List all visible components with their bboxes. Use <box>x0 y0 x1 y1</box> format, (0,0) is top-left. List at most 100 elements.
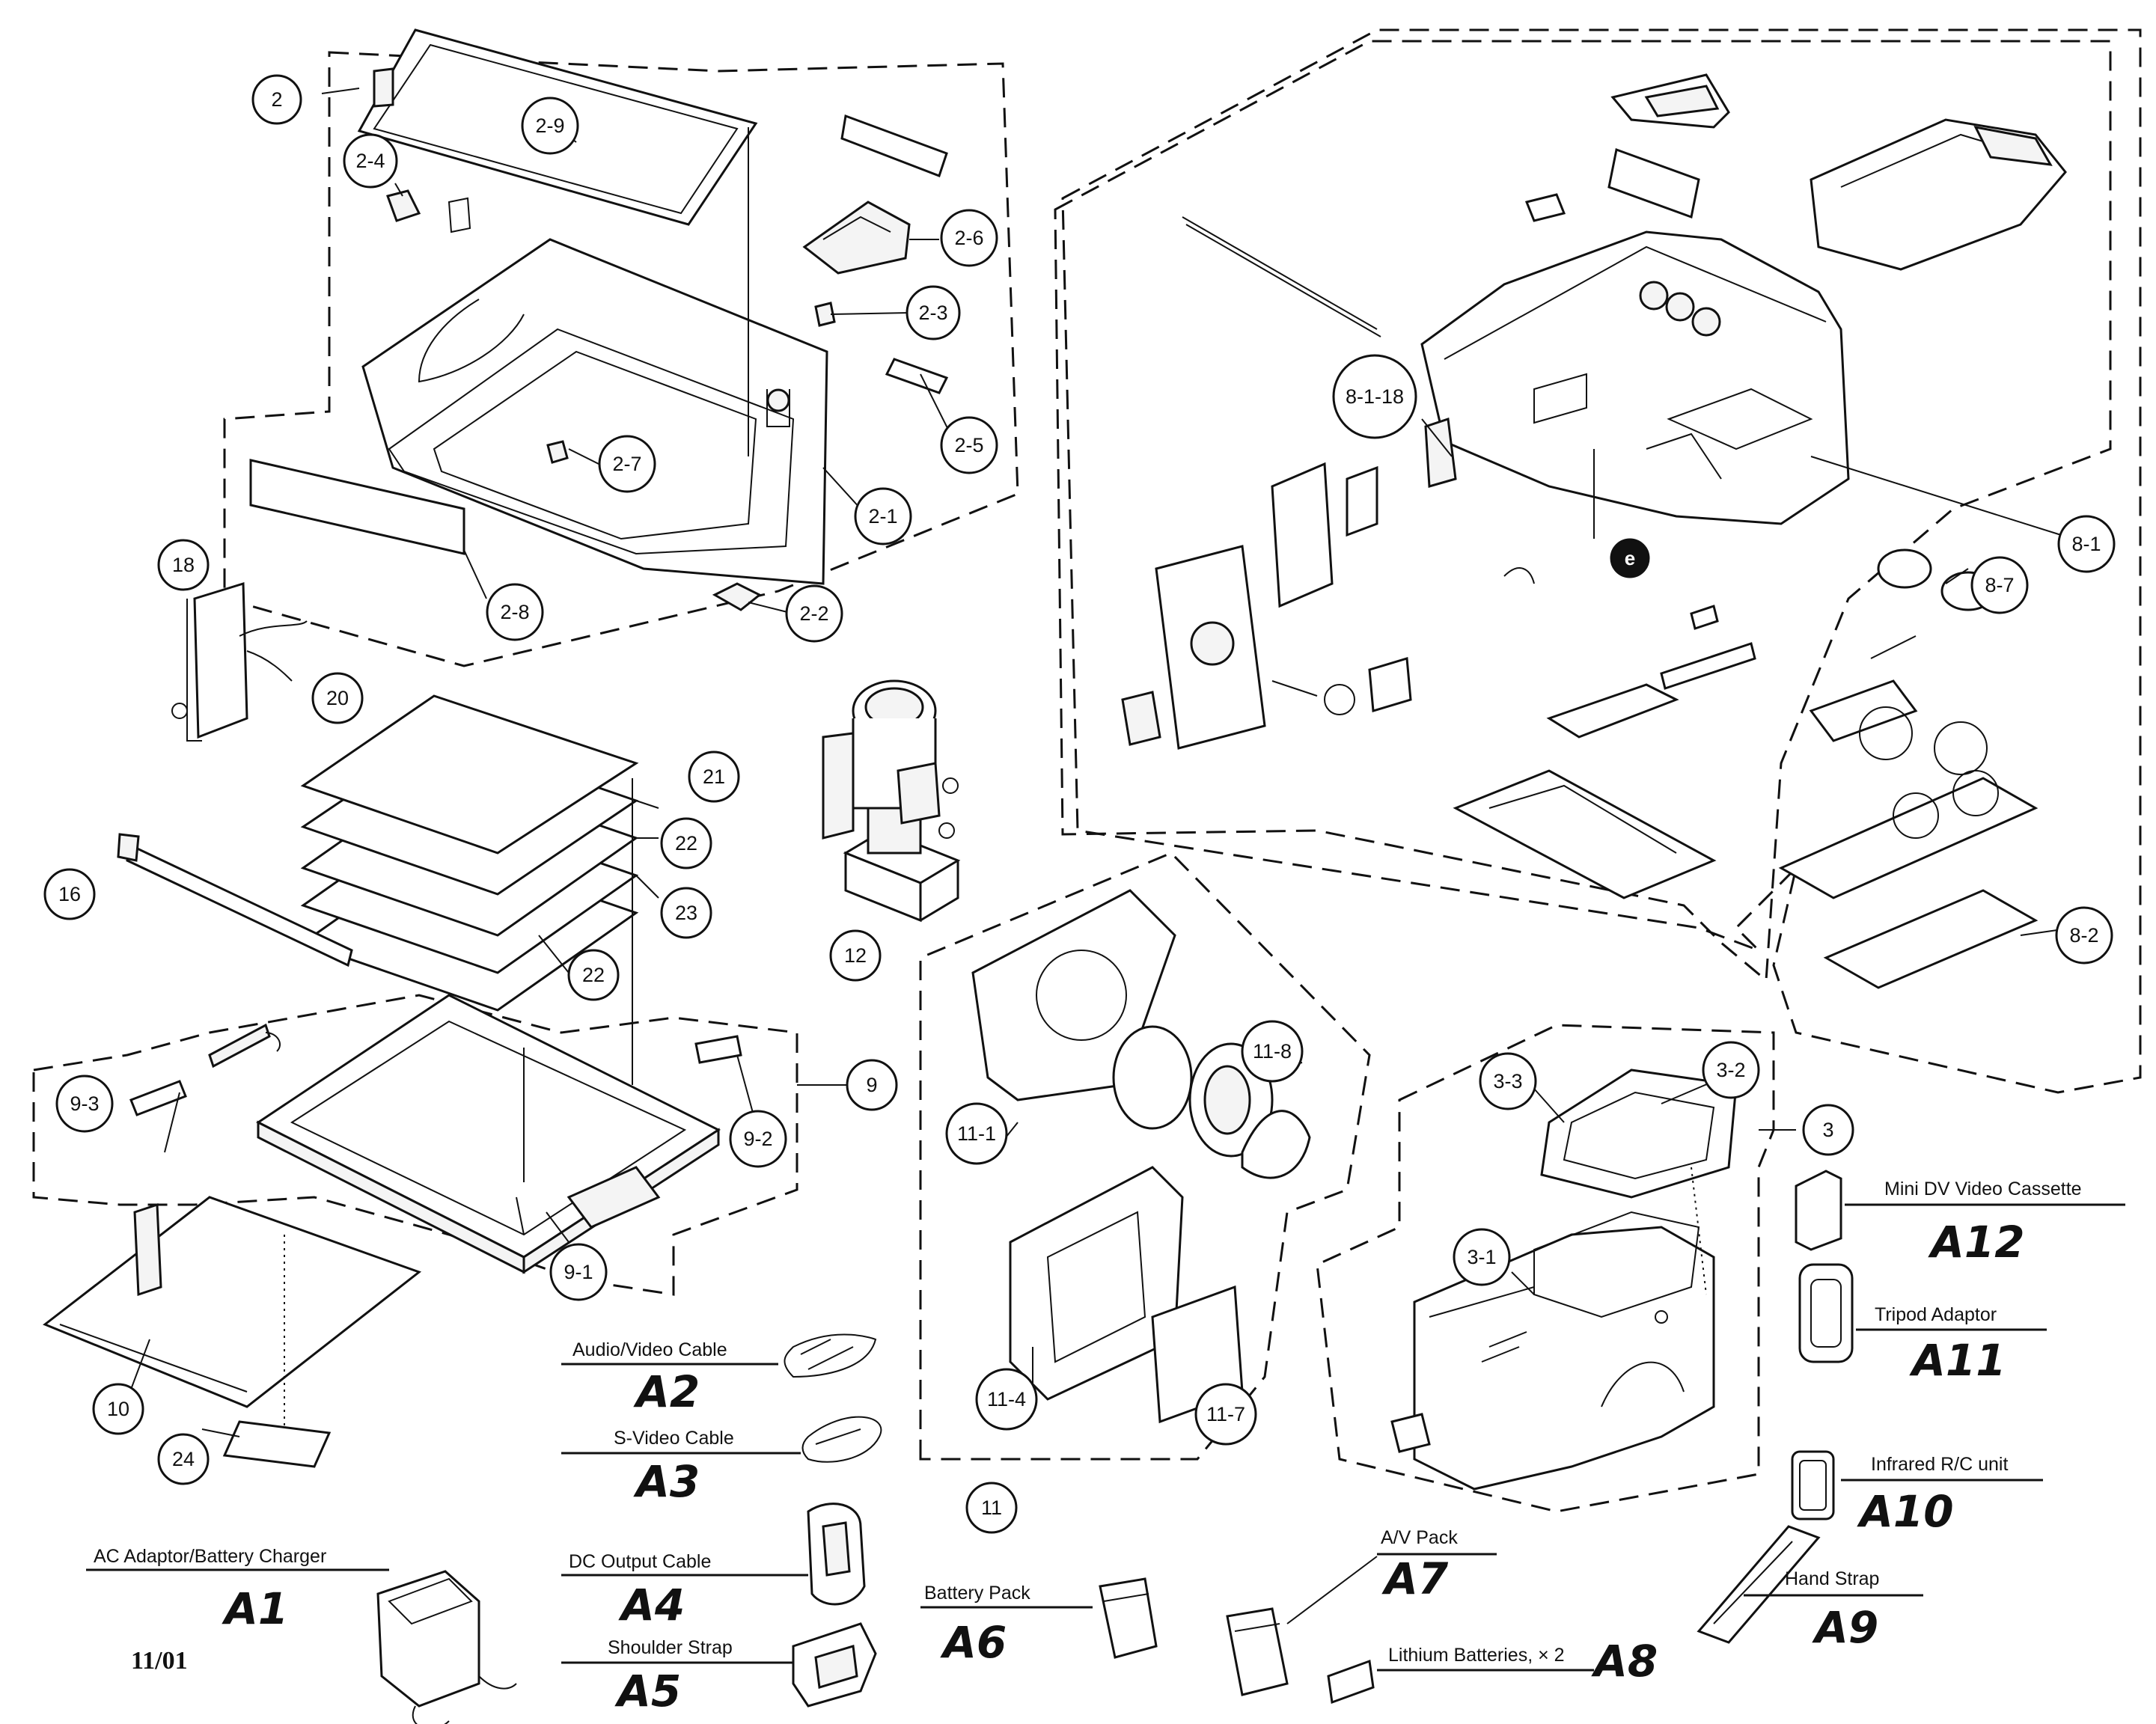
accessory-a7-code: A7 <box>1381 1553 1449 1604</box>
svg-text:11-7: 11-7 <box>1206 1403 1245 1425</box>
part-24-label <box>201 1420 332 1468</box>
callout-3: 3 <box>1802 1104 1854 1156</box>
accessory-a1-code: A1 <box>222 1583 288 1634</box>
accessory-a4-label: DC Output Cable <box>569 1551 711 1572</box>
group-8-1-top-housing <box>1054 28 2142 1094</box>
svg-text:23: 23 <box>675 902 697 924</box>
accessory-a5-code: A5 <box>614 1666 681 1717</box>
callout-18: 18 <box>157 539 210 591</box>
accessory-a11-code: A11 <box>1909 1335 2006 1386</box>
svg-text:9-1: 9-1 <box>564 1261 593 1283</box>
svg-text:2-6: 2-6 <box>954 227 983 249</box>
callout-11-8: 11-8 <box>1241 1020 1304 1083</box>
callout-9-3: 9-3 <box>55 1075 114 1133</box>
svg-text:11-1: 11-1 <box>957 1122 996 1145</box>
svg-text:3-3: 3-3 <box>1493 1070 1522 1092</box>
svg-text:9-2: 9-2 <box>743 1128 772 1150</box>
accessory-a6-code: A6 <box>940 1617 1007 1668</box>
callout-11-4: 11-4 <box>975 1368 1038 1431</box>
callout-8-2: 8-2 <box>2055 906 2113 965</box>
accessory-a6-label: Battery Pack <box>924 1583 1030 1604</box>
accessory-a3-label: S-Video Cable <box>614 1428 734 1449</box>
callout-3-2: 3-2 <box>1702 1041 1760 1099</box>
callout-8-1-18: 8-1-18 <box>1332 354 1417 439</box>
accessory-a5-label: Shoulder Strap <box>608 1637 733 1658</box>
accessory-a8-label: Lithium Batteries, × 2 <box>1388 1645 1565 1666</box>
callout-16: 16 <box>43 868 96 920</box>
svg-text:3: 3 <box>1822 1119 1833 1141</box>
callout-22b: 22 <box>567 949 620 1001</box>
svg-text:22: 22 <box>675 832 697 855</box>
callout-11-7: 11-7 <box>1194 1383 1257 1446</box>
svg-text:22: 22 <box>582 964 605 986</box>
callout-11: 11 <box>965 1482 1018 1534</box>
svg-text:3-1: 3-1 <box>1467 1246 1496 1268</box>
part-10-panel <box>43 1196 422 1444</box>
svg-text:2: 2 <box>271 88 282 111</box>
accessory-a3: S-Video Cable A3 <box>561 1416 882 1507</box>
svg-text:2-3: 2-3 <box>918 302 947 324</box>
svg-text:e: e <box>1625 547 1635 569</box>
part-16-rod <box>117 833 353 968</box>
accessory-a12-label: Mini DV Video Cassette <box>1884 1179 2082 1199</box>
part-12-motor <box>822 679 961 923</box>
accessory-a6: Battery Pack A6 <box>920 1577 1158 1668</box>
accessory-a2: Audio/Video Cable A2 <box>561 1333 877 1417</box>
accessory-a11-label: Tripod Adaptor <box>1875 1304 1997 1325</box>
callout-10: 10 <box>92 1383 144 1435</box>
group-9-frame <box>32 994 849 1296</box>
screw-e-marker: e <box>1610 538 1650 578</box>
svg-text:11-4: 11-4 <box>987 1388 1026 1410</box>
svg-text:24: 24 <box>172 1448 195 1470</box>
callout-21: 21 <box>688 751 740 803</box>
callout-2-7: 2-7 <box>598 435 656 493</box>
svg-text:2-8: 2-8 <box>500 601 529 623</box>
callout-3-3: 3-3 <box>1479 1052 1537 1110</box>
svg-text:8-2: 8-2 <box>2069 924 2098 947</box>
callout-20: 20 <box>311 672 364 724</box>
accessory-a9-label: Hand Strap <box>1785 1568 1879 1589</box>
callout-8-1: 8-1 <box>2057 515 2116 573</box>
callout-3-1: 3-1 <box>1453 1228 1511 1286</box>
callout-9-1: 9-1 <box>549 1243 608 1301</box>
callout-9-2: 9-2 <box>729 1110 787 1168</box>
accessory-a10-code: A10 <box>1857 1486 1954 1537</box>
svg-text:8-1: 8-1 <box>2071 533 2101 555</box>
callout-2: 2 <box>251 74 302 125</box>
accessory-a7-label: A/V Pack <box>1381 1527 1458 1548</box>
accessory-a10-label: Infrared R/C unit <box>1871 1454 2008 1475</box>
callout-2-8: 2-8 <box>486 583 544 641</box>
callout-2-3: 2-3 <box>906 285 961 340</box>
accessory-a10: Infrared R/C unit A10 <box>1791 1450 2043 1537</box>
accessory-a2-label: Audio/Video Cable <box>572 1339 727 1360</box>
svg-text:2-7: 2-7 <box>612 453 641 475</box>
callout-8-7: 8-7 <box>1970 556 2029 614</box>
parts-20-23-sheet-stack <box>300 694 659 1085</box>
svg-text:2-5: 2-5 <box>954 434 983 456</box>
callout-9: 9 <box>846 1059 898 1111</box>
callout-2-1: 2-1 <box>854 487 912 545</box>
accessory-a8: Lithium Batteries, × 2 A8 <box>1327 1636 1658 1705</box>
svg-text:20: 20 <box>326 687 349 709</box>
callout-11-1: 11-1 <box>945 1102 1008 1165</box>
svg-text:2-4: 2-4 <box>355 150 385 172</box>
callout-2-4: 2-4 <box>343 133 398 189</box>
svg-text:8-1-18: 8-1-18 <box>1346 385 1404 408</box>
svg-text:11: 11 <box>981 1497 1002 1519</box>
callout-2-6: 2-6 <box>940 209 998 267</box>
date-code: 11/01 <box>131 1647 188 1675</box>
accessory-a9-code: A9 <box>1812 1602 1878 1653</box>
svg-text:2-2: 2-2 <box>799 602 828 625</box>
svg-text:21: 21 <box>703 765 725 788</box>
group-3-front-housing <box>1316 1024 1796 1513</box>
accessory-a1: AC Adaptor/Battery Charger A1 <box>86 1546 517 1724</box>
callout-2-5: 2-5 <box>940 416 998 474</box>
svg-text:8-7: 8-7 <box>1985 574 2014 596</box>
accessory-a11: Tripod Adaptor A11 <box>1798 1263 2047 1386</box>
svg-text:10: 10 <box>107 1398 129 1420</box>
svg-text:12: 12 <box>844 944 867 967</box>
svg-text:2-9: 2-9 <box>535 114 564 137</box>
callout-12: 12 <box>829 929 882 982</box>
svg-text:11-8: 11-8 <box>1253 1040 1292 1063</box>
